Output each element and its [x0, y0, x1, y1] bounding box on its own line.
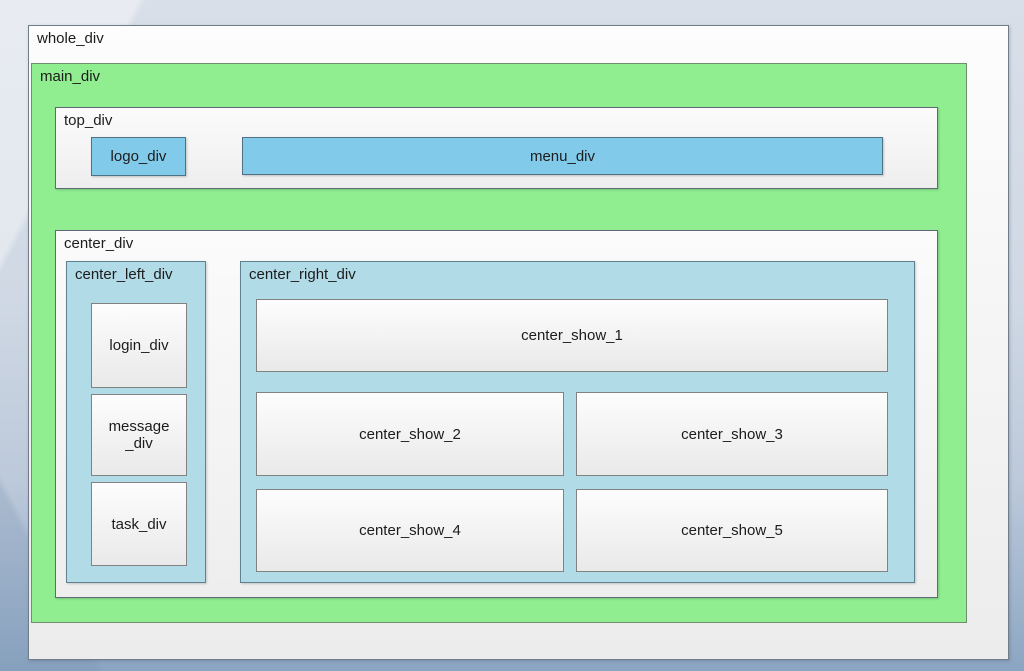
center-left-div-label: center_left_div: [75, 266, 173, 283]
center-show-3-label: center_show_3: [681, 425, 783, 443]
message-div-box: message _div: [91, 394, 187, 476]
center-show-5-label: center_show_5: [681, 522, 783, 539]
center-right-div-label: center_right_div: [249, 266, 356, 283]
center-right-div-box: center_right_div center_show_1 center_sh…: [240, 261, 915, 583]
logo-div-label: logo_div: [110, 148, 167, 165]
message-div-label: message _div: [108, 418, 170, 452]
task-div-label: task_div: [111, 515, 167, 533]
whole-div-label: whole_div: [37, 30, 104, 47]
menu-div-label: menu_div: [529, 147, 596, 165]
top-div-box: top_div logo_div menu_div: [55, 107, 938, 189]
main-div-box: main_div top_div logo_div menu_div cente…: [31, 63, 967, 623]
center-left-div-box: center_left_div login_div message _div t…: [66, 261, 206, 583]
center-show-3-box: center_show_3: [576, 392, 888, 476]
logo-div-box: logo_div: [91, 137, 186, 176]
center-show-4-box: center_show_4: [256, 489, 564, 572]
center-show-5-box: center_show_5: [576, 489, 888, 572]
login-div-label: login_div: [109, 337, 169, 354]
center-show-4-label: center_show_4: [359, 522, 461, 539]
center-div-box: center_div center_left_div login_div mes…: [55, 230, 938, 598]
login-div-box: login_div: [91, 303, 187, 388]
top-div-label: top_div: [64, 112, 113, 129]
center-show-1-box: center_show_1: [256, 299, 888, 372]
center-show-1-label: center_show_1: [521, 327, 623, 344]
task-div-box: task_div: [91, 482, 187, 566]
center-div-label: center_div: [64, 235, 134, 252]
main-div-label: main_div: [40, 68, 101, 85]
center-show-2-box: center_show_2: [256, 392, 564, 476]
menu-div-box: menu_div: [242, 137, 883, 175]
center-show-2-label: center_show_2: [359, 425, 461, 443]
whole-div-box: whole_div main_div top_div logo_div menu…: [28, 25, 1009, 660]
